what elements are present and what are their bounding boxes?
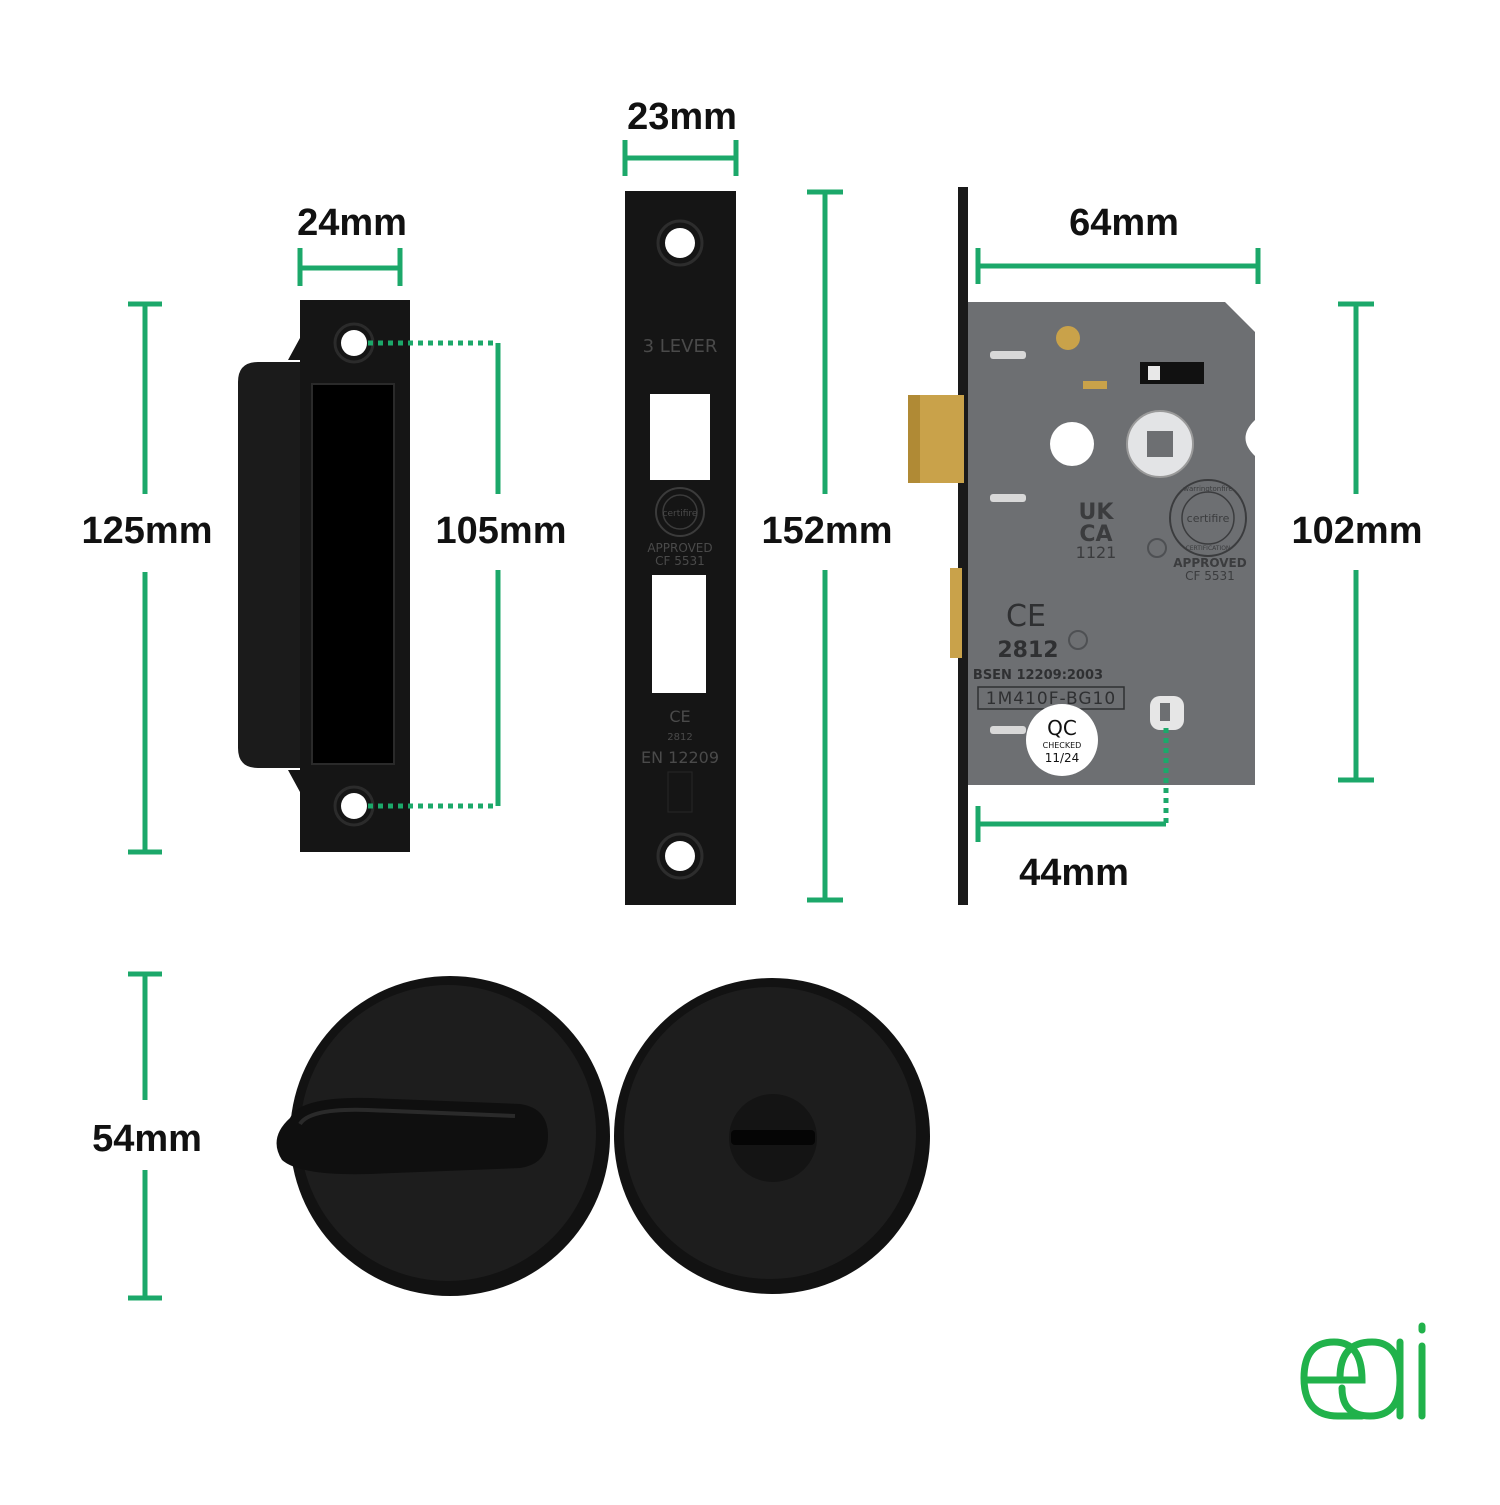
follower-hole bbox=[1050, 422, 1094, 466]
forend-approval-line1: APPROVED bbox=[647, 541, 712, 555]
strike-plate-lip bbox=[238, 362, 300, 768]
forend-deadbolt-opening bbox=[652, 575, 706, 693]
ukca-line1: UK bbox=[1079, 500, 1115, 525]
seal-ring-top: warringtonfire bbox=[1183, 485, 1232, 493]
dim-line-forend-height bbox=[807, 189, 843, 903]
forend-ce-mark: CE bbox=[669, 707, 690, 726]
case-ce-number: 2812 bbox=[997, 638, 1058, 663]
label-strike-width: 24mm bbox=[297, 202, 407, 244]
thumb-turn-rose bbox=[276, 976, 610, 1296]
strike-screw-hole-top bbox=[341, 330, 367, 356]
mortice-lock-case: UK CA 1121 warringtonfire certifire CERT… bbox=[908, 187, 1255, 905]
label-case-height: 102mm bbox=[1280, 508, 1434, 554]
case-ce-mark: CE bbox=[1006, 599, 1046, 634]
forend-ce-number: 2812 bbox=[667, 732, 692, 743]
dim-line-strike-height bbox=[128, 301, 162, 855]
lock-forend-edge bbox=[958, 187, 968, 905]
dim-line-case-height bbox=[1338, 301, 1374, 783]
case-screw bbox=[1056, 326, 1080, 350]
dim-line-backset bbox=[975, 728, 1169, 842]
label-forend-width: 23mm bbox=[627, 96, 737, 138]
forend-plate: 3 LEVER certifire APPROVED CF 5531 CE 28… bbox=[625, 191, 736, 905]
ukca-line2: CA bbox=[1079, 522, 1112, 547]
seal-center-text: certifire bbox=[1187, 512, 1230, 525]
forend-standard: EN 12209 bbox=[641, 748, 719, 767]
label-strike-height: 125mm bbox=[70, 508, 224, 554]
eai-logo-icon bbox=[1300, 1322, 1426, 1420]
qc-date: 11/24 bbox=[1045, 751, 1080, 765]
strike-screw-hole-bottom bbox=[341, 793, 367, 819]
forend-seal-text: certifire bbox=[663, 509, 698, 519]
qc-checked: CHECKED bbox=[1043, 741, 1082, 750]
forend-screw-hole-bottom bbox=[665, 841, 695, 871]
forend-latch-opening bbox=[650, 394, 710, 480]
forend-approval-line2: CF 5531 bbox=[655, 554, 705, 568]
strike-plate bbox=[238, 300, 410, 852]
certifire-seal: warringtonfire certifire CERTIFICATION bbox=[1169, 479, 1247, 557]
label-case-depth: 64mm bbox=[1069, 202, 1179, 244]
label-forend-height: 152mm bbox=[750, 508, 904, 554]
dim-line-forend-width bbox=[622, 140, 739, 176]
label-backset: 44mm bbox=[1019, 852, 1129, 894]
label-rose-diameter: 54mm bbox=[80, 1116, 214, 1162]
dim-line-strike-width bbox=[297, 248, 403, 286]
forend-screw-hole-top bbox=[665, 228, 695, 258]
strike-plate-opening bbox=[312, 384, 394, 764]
forend-plate-body bbox=[625, 191, 736, 905]
case-standard: BSEN 12209:2003 bbox=[973, 668, 1103, 683]
dim-line-rose-diameter bbox=[128, 971, 162, 1301]
seal-ring-bottom: CERTIFICATION bbox=[1186, 545, 1231, 552]
dim-line-case-depth bbox=[975, 248, 1261, 284]
qc-sticker: QC CHECKED 11/24 bbox=[1026, 704, 1098, 776]
ukca-number: 1121 bbox=[1076, 543, 1117, 562]
thumb-turn-lever bbox=[276, 1097, 548, 1175]
qc-title: QC bbox=[1047, 716, 1077, 740]
emergency-release-rose bbox=[614, 978, 930, 1294]
dim-line-hole-spacing bbox=[368, 340, 501, 809]
case-approval-line2: CF 5531 bbox=[1185, 569, 1235, 583]
dimension-lines bbox=[128, 140, 1374, 1301]
forend-certifire-seal bbox=[655, 487, 705, 537]
model-code: 1M410F-BG10 bbox=[986, 689, 1116, 709]
forend-lever-text: 3 LEVER bbox=[643, 336, 718, 357]
case-approval-line1: APPROVED bbox=[1173, 556, 1246, 570]
label-hole-spacing: 105mm bbox=[424, 508, 578, 554]
